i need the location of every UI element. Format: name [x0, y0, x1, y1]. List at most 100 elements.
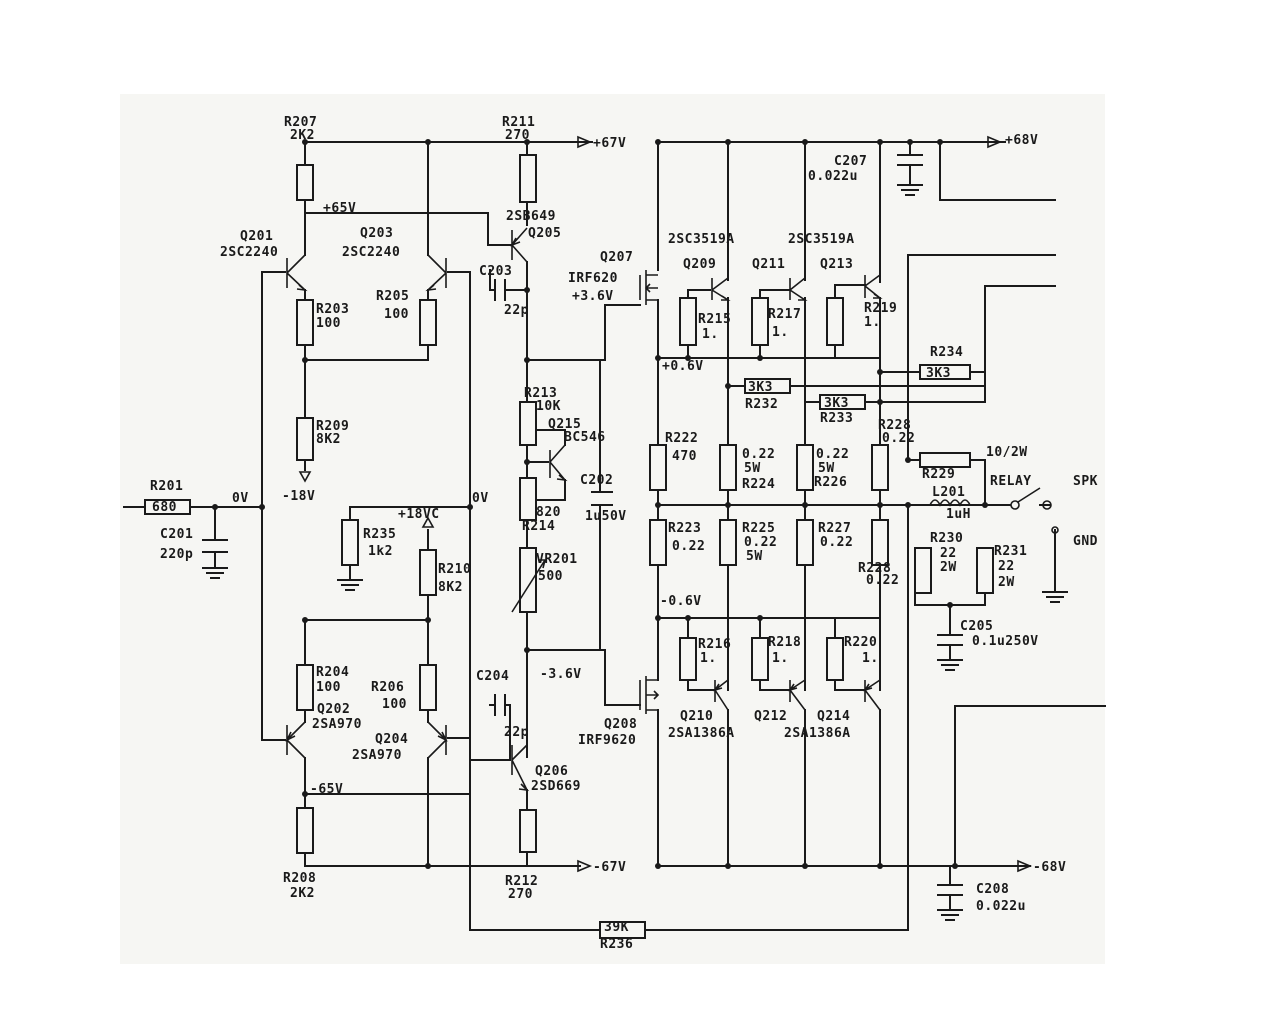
r206-id: R206: [371, 680, 404, 695]
rail-pos18vc: +18VC: [398, 507, 440, 522]
r231-extra: 2W: [998, 575, 1015, 590]
r218-id: R218: [768, 635, 801, 650]
r209-value: 8K2: [316, 432, 341, 447]
r229-value: 10/2W: [986, 445, 1028, 460]
r214-id: R214: [522, 519, 555, 534]
r221-value: 470: [672, 449, 697, 464]
q203-id: Q203: [360, 226, 393, 241]
rail-pos68: +68V: [1005, 133, 1038, 148]
r214-value: 820: [536, 505, 561, 520]
q209-id: Q209: [683, 257, 716, 272]
r222-value: 0.22: [672, 539, 705, 554]
r230-value: 22: [940, 546, 957, 561]
r231-id: R231: [994, 544, 1027, 559]
l201-id: L201: [932, 485, 965, 500]
q207-id: Q207: [600, 250, 633, 265]
r209-id: R209: [316, 419, 349, 434]
r228-value: 0.22: [866, 573, 899, 588]
c207-value: 0.022u: [808, 169, 858, 184]
c208-id: C208: [976, 882, 1009, 897]
c207-id: C207: [834, 154, 867, 169]
r224-value: 0.22: [744, 535, 777, 550]
vr201-value: 500: [538, 569, 563, 584]
node-0v-input: 0V: [232, 491, 249, 506]
relay-label: RELAY: [990, 474, 1032, 489]
r207-value: 2K2: [290, 128, 315, 143]
c205-value: 0.1u250V: [972, 634, 1039, 649]
q208-part: IRF9620: [578, 733, 636, 748]
c205-id: C205: [960, 619, 993, 634]
node-neg3-6v: -3.6V: [540, 667, 582, 682]
scanned-paper: [120, 94, 1105, 964]
c204-value: 22p: [504, 725, 529, 740]
q209-part: 2SC3519A: [668, 232, 735, 247]
q204-part: 2SA970: [352, 748, 402, 763]
q212-id: Q212: [754, 709, 787, 724]
q202-part: 2SA970: [312, 717, 362, 732]
q214-id: Q214: [817, 709, 850, 724]
node-pos0-6v: +0.6V: [662, 359, 704, 374]
q210-id: Q210: [680, 709, 713, 724]
junction-dots: [212, 139, 988, 869]
c208-value: 0.022u: [976, 899, 1026, 914]
r215-id: R215: [698, 312, 731, 327]
rail-neg67: -67V: [593, 860, 626, 875]
r229-id: R229: [922, 467, 955, 482]
node-pos3-6v: +3.6V: [572, 289, 614, 304]
r215-value: 1.: [702, 327, 719, 342]
rail-neg65: -65V: [310, 782, 343, 797]
r234-id: R234: [930, 345, 963, 360]
r206-value: 100: [382, 697, 407, 712]
r232-id: R232: [745, 397, 778, 412]
c202-value: 1u50V: [585, 509, 627, 524]
q203-part: 2SC2240: [342, 245, 400, 260]
vr201-id: VR201: [536, 552, 578, 567]
q215-part: BC546: [564, 430, 606, 445]
r204-id: R204: [316, 665, 349, 680]
r232-value: 3K3: [748, 380, 773, 395]
q208-id: Q208: [604, 717, 637, 732]
r230-id: R230: [930, 531, 963, 546]
q215-id: Q215: [548, 417, 581, 432]
r225-value: 0.22: [816, 447, 849, 462]
c201-id: C201: [160, 527, 193, 542]
r220-id: R220: [844, 635, 877, 650]
relay-contact: [1010, 487, 1059, 534]
r225-id: R226: [814, 475, 847, 490]
r223-id: R224: [742, 477, 775, 492]
c203-id: C203: [479, 264, 512, 279]
r204-value: 100: [316, 680, 341, 695]
r208-value: 2K2: [290, 886, 315, 901]
r216-id: R216: [698, 637, 731, 652]
r218-value: 1.: [772, 651, 789, 666]
r208-id: R208: [283, 871, 316, 886]
q202-id: Q202: [317, 702, 350, 717]
r227-id: R228: [878, 418, 911, 433]
r228-id-visible-label: R228: [858, 561, 891, 576]
r213-value: 10K: [536, 399, 561, 414]
q207-part: IRF620: [568, 271, 618, 286]
c204-id: C204: [476, 669, 509, 684]
r234-value: 3K3: [926, 366, 951, 381]
r205-value: 100: [384, 307, 409, 322]
r207-id: R207: [284, 115, 317, 130]
r219-value: 1.: [864, 315, 881, 330]
r233-value: 3K3: [824, 396, 849, 411]
wires: [123, 141, 1106, 931]
rail-neg68: -68V: [1033, 860, 1066, 875]
r203-value: 100: [316, 316, 341, 331]
r225-extra: 5W: [818, 461, 835, 476]
q211-part: 2SC3519A: [788, 232, 855, 247]
r211-id: R211: [502, 115, 535, 130]
r220-value: 1.: [862, 651, 879, 666]
r233-id: R233: [820, 411, 853, 426]
r205-id: R205: [376, 289, 409, 304]
capacitor-symbols: [202, 154, 971, 896]
r236-value: 39K: [604, 920, 629, 935]
r222-id: R223: [668, 521, 701, 536]
q206-id: Q206: [535, 764, 568, 779]
l201-value: 1uH: [946, 507, 971, 522]
